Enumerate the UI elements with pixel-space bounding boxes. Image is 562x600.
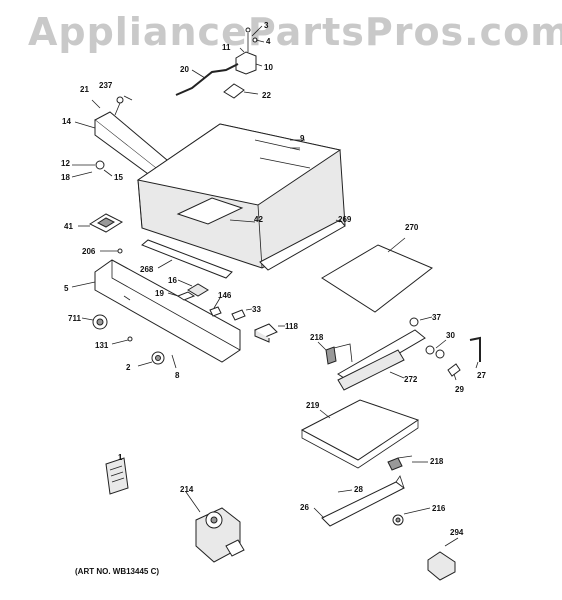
label-146: 146: [218, 291, 232, 300]
plate-270-part: [321, 237, 433, 313]
label-14: 14: [62, 117, 71, 126]
label-1: 1: [118, 453, 123, 462]
label-16: 16: [168, 276, 177, 285]
clip-33-part: [231, 308, 253, 321]
valve-bracket-part: [235, 25, 265, 75]
label-30: 30: [446, 331, 455, 340]
bracket-294-part: [427, 537, 459, 581]
rail-269-part: [259, 219, 346, 271]
label-219: 219: [306, 401, 320, 410]
label-218-upper: 218: [310, 333, 324, 342]
label-4: 4: [266, 37, 271, 46]
label-41: 41: [64, 222, 73, 231]
art-number: (ART NO. WB13445 C): [75, 567, 160, 576]
label-237: 237: [99, 81, 113, 90]
regulator-214-part: [185, 491, 245, 563]
label-28: 28: [354, 485, 363, 494]
label-5: 5: [64, 284, 69, 293]
label-42: 42: [254, 215, 263, 224]
label-2: 2: [126, 363, 131, 372]
label-15: 15: [114, 173, 123, 182]
label-218-lower: 218: [430, 457, 444, 466]
valve-16-part: [167, 279, 209, 301]
label-18: 18: [61, 173, 70, 182]
label-20: 20: [180, 65, 189, 74]
igniter-218-upper-part: [317, 341, 353, 365]
burner-tube-272-part: [337, 329, 426, 391]
rod-27-part: [469, 336, 481, 369]
label-22: 22: [262, 91, 271, 100]
label-37: 37: [432, 313, 441, 322]
label-272: 272: [404, 375, 418, 384]
burner-tube-26-part: [313, 475, 405, 527]
label-33: 33: [252, 305, 261, 314]
plate-219-part: [300, 399, 420, 469]
label-10: 10: [264, 63, 273, 72]
spark-146-part: [209, 297, 222, 317]
label-19: 19: [155, 289, 164, 298]
clip-29-part: [447, 363, 461, 381]
label-294: 294: [450, 528, 464, 537]
washer-37-part: [409, 316, 433, 327]
label-131: 131: [95, 341, 109, 350]
burner-box-part: [136, 123, 346, 269]
bracket-22-part: [223, 83, 259, 99]
label-21: 21: [80, 85, 89, 94]
label-29: 29: [455, 385, 464, 394]
fitting-30-part: [425, 339, 447, 359]
label-711: 711: [68, 314, 81, 323]
label-206: 206: [82, 247, 96, 256]
screw-131-part: [111, 336, 133, 345]
label-9: 9: [300, 134, 305, 143]
front-panel-5-part: [71, 259, 241, 363]
label-27: 27: [477, 371, 486, 380]
shield-268-part: [141, 239, 233, 279]
label-269: 269: [338, 215, 352, 224]
manual-1-part: [105, 454, 129, 495]
knob-711-part: [81, 314, 108, 330]
label-12: 12: [61, 159, 70, 168]
gas-tube-part: [175, 63, 239, 96]
watermark: AppliancePartsPros.com: [28, 10, 562, 54]
label-26: 26: [300, 503, 309, 512]
knob-2-part: [137, 351, 165, 367]
label-268: 268: [140, 265, 154, 274]
pin-8-part: [171, 354, 177, 369]
label-216: 216: [432, 504, 446, 513]
label-8: 8: [175, 371, 180, 380]
burner-grate-41-part: [78, 213, 124, 233]
igniter-218-lower-part: [387, 455, 428, 471]
label-3: 3: [264, 21, 269, 30]
nut-216-part: [392, 507, 431, 526]
label-11: 11: [222, 43, 231, 52]
screw-206-part: [100, 248, 123, 254]
bracket-118-part: [254, 323, 285, 343]
label-214: 214: [180, 485, 194, 494]
pin-28-part: [337, 489, 353, 493]
label-118: 118: [285, 322, 298, 331]
label-270: 270: [405, 223, 419, 232]
